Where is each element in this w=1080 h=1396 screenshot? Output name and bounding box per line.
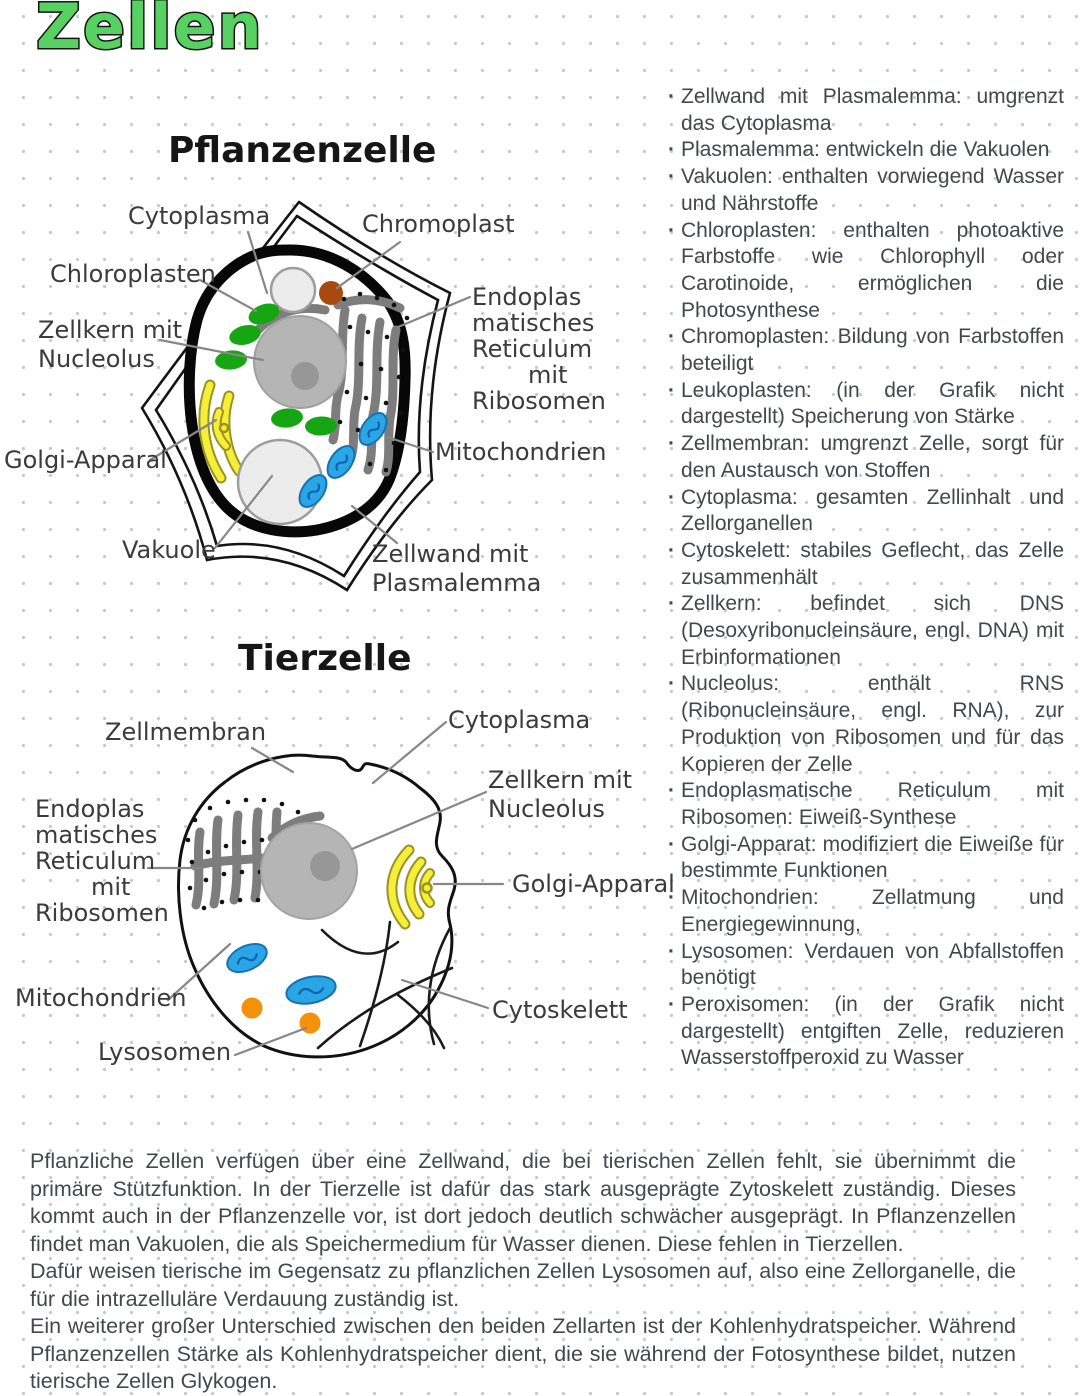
definition-item: Leukoplasten: (in der Grafik nicht darge… [668, 378, 1064, 431]
animal-label-er-line: Ribosomen [35, 899, 169, 927]
definition-item: Mitochondrien: Zellatmung und Energiegew… [668, 885, 1064, 938]
animal-label-lysosomen: Lysosomen [98, 1038, 232, 1066]
animal-leader-lines [146, 720, 505, 1057]
animal-label-zellmembran: Zellmembran [105, 718, 267, 746]
definition-item: Cytoplasma: gesamten Zellinhalt und Zell… [668, 485, 1064, 538]
comparison-paragraph: Ein weiterer großer Unterschied zwischen… [30, 1314, 1016, 1393]
animal-label-er-line: mit [91, 873, 131, 901]
animal-cell [146, 720, 505, 1059]
definition-item: Chloroplasten: enthalten photoaktive Far… [668, 218, 1064, 325]
animal-label-er: Endoplas matisches Reticulum mit Ribosom… [35, 796, 169, 926]
animal-nucleus [260, 822, 358, 920]
animal-label-golgi: Golgi-Apparal [512, 870, 675, 898]
plant-chromoplast [319, 281, 343, 305]
plant-golgi-icon [198, 379, 245, 484]
animal-label-cytoplasma: Cytoplasma [448, 706, 591, 734]
plant-label-zellkern: Zellkern mit Nucleolus [38, 316, 183, 373]
animal-label-cytoskelett: Cytoskelett [492, 996, 628, 1024]
definitions-list: Zellwand mit Plasmalemma: umgrenzt das C… [668, 84, 1064, 1072]
definition-item: Zellkern: befindet sich DNS (Desoxyribon… [668, 591, 1064, 671]
definition-item: Golgi-Apparat: modifiziert die Eiweiße f… [668, 832, 1064, 885]
animal-label-er-line: Reticulum [35, 847, 156, 875]
definitions-column: Zellwand mit Plasmalemma: umgrenzt das C… [668, 84, 1064, 1072]
plant-label-er-line: mit [528, 361, 568, 389]
plant-heading: Pflanzenzelle [168, 130, 437, 171]
comparison-paragraph: Dafür weisen tierische im Gegensatz zu p… [30, 1259, 1016, 1311]
definition-item: Zellmembran: umgrenzt Zelle, sorgt für d… [668, 431, 1064, 484]
definition-item: Plasmalemma: entwickeln die Vakuolen [668, 137, 1064, 164]
plant-label-er-line: Reticulum [472, 335, 593, 363]
animal-label-er-line: Endoplas [35, 795, 145, 823]
animal-label-zellkern: Zellkern mit Nucleolus [488, 766, 633, 823]
animal-nucleolus [310, 851, 340, 881]
animal-cytoskeleton-icon [316, 920, 454, 1050]
plant-label-golgi: Golgi-Apparal [4, 446, 167, 474]
definition-item: Endoplasmatische Reticulum mit Ribosomen… [668, 778, 1064, 831]
comparison-paragraph: Pflanzliche Zellen verfügen über eine Ze… [30, 1149, 1016, 1256]
definition-item: Cytoskelett: stabiles Geflecht, das Zell… [668, 538, 1064, 591]
plant-label-mitochondrien: Mitochondrien [435, 438, 607, 466]
animal-label-er-line: matisches [35, 821, 158, 849]
plant-label-cytoplasma: Cytoplasma [128, 202, 271, 230]
definition-item: Chromoplasten: Bildung von Farbstoffen b… [668, 324, 1064, 377]
definition-item: Vakuolen: enthalten vorwiegend Wasser un… [668, 164, 1064, 217]
plant-label-vakuole: Vakuole [122, 536, 216, 564]
plant-label-chloroplasten: Chloroplasten [50, 260, 216, 288]
definition-item: Peroxisomen: (in der Grafik nicht darges… [668, 992, 1064, 1072]
plant-mitochondria [298, 412, 388, 508]
plant-small-vacuole [269, 266, 317, 314]
animal-heading: Tierzelle [238, 638, 412, 679]
plant-label-er: Endoplas matisches Reticulum mit Ribosom… [472, 284, 606, 414]
plant-cell [140, 200, 472, 592]
animal-mitochondria [226, 942, 337, 1005]
definition-item: Nucleolus: enthält RNS (Ribonucleinsäure… [668, 671, 1064, 778]
plant-leader-lines [148, 230, 472, 550]
plant-cell-wall-outline [140, 200, 452, 592]
plant-label-er-line: matisches [472, 309, 595, 337]
definition-item: Lysosomen: Verdauen von Abfallstoffen be… [668, 939, 1064, 992]
plant-nucleolus [291, 362, 319, 390]
page-title: Zellen [35, 0, 264, 65]
animal-golgi-icon [386, 844, 435, 930]
plant-label-zellwand: Zellwand mit Plasmalemma [372, 540, 542, 597]
comparison-text: Pflanzliche Zellen verfügen über eine Ze… [30, 1148, 1016, 1396]
animal-label-mitochondrien: Mitochondrien [15, 984, 187, 1012]
plant-label-chromoplast: Chromoplast [362, 210, 515, 238]
definition-item: Zellwand mit Plasmalemma: umgrenzt das C… [668, 84, 1064, 137]
plant-label-er-line: Endoplas [472, 283, 582, 311]
plant-label-er-line: Ribosomen [472, 387, 606, 415]
plant-nucleus [253, 315, 347, 409]
